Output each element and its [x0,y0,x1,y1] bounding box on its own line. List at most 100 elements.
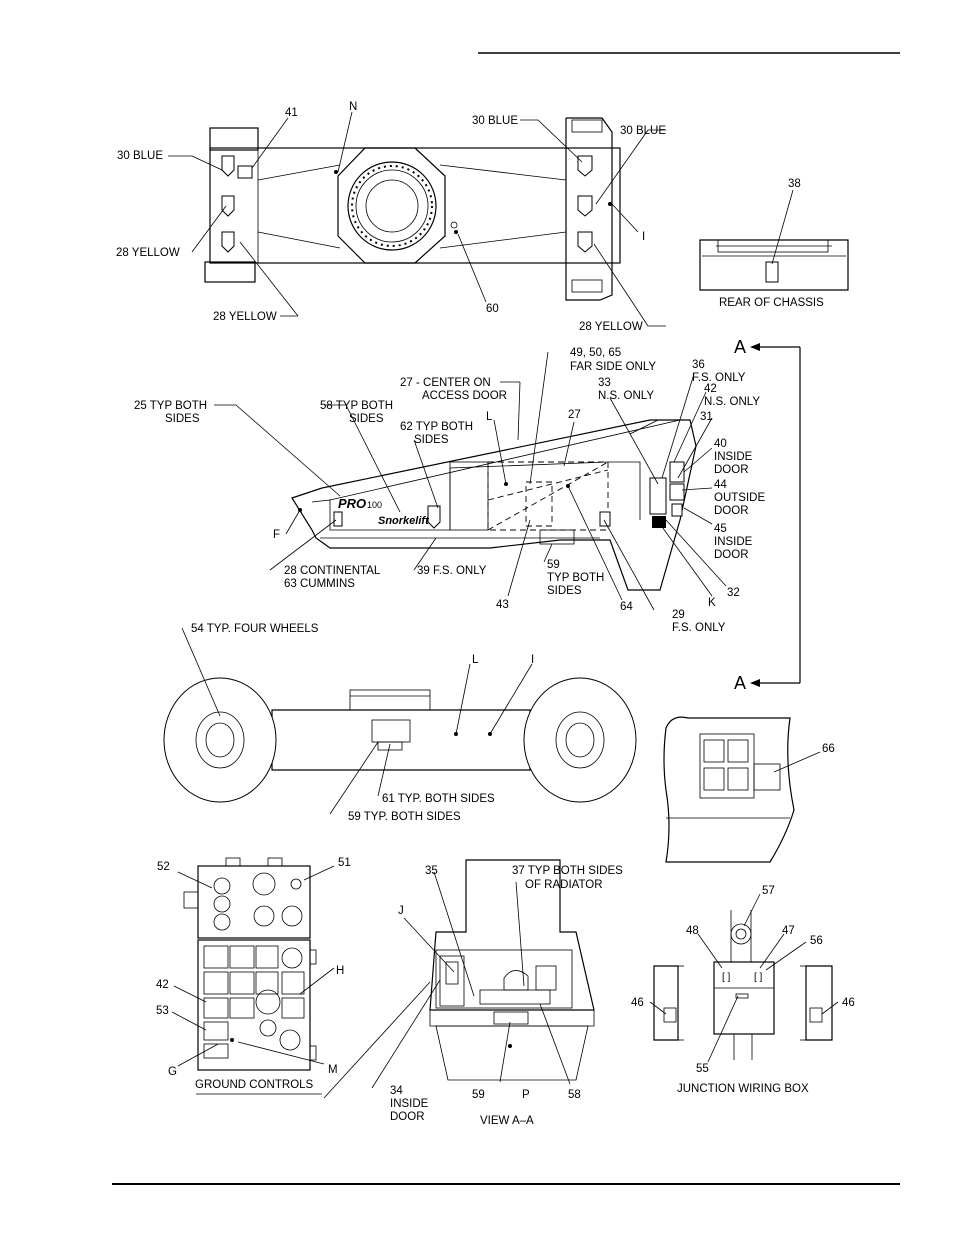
label-G: G [168,1066,177,1078]
label-59-typ: TYP BOTH [547,572,604,584]
label-58-view-aa: 58 [568,1089,581,1101]
label-38: 38 [788,178,801,190]
label-L-low: L [472,654,479,666]
label-45-door: DOOR [714,549,749,561]
label-45-inside: INSIDE [714,536,753,548]
label-40: 40 [714,438,727,450]
detail-66-view [663,716,821,863]
label-45: 45 [714,523,727,535]
label-27-center-1: 27 - CENTER ON [400,377,491,389]
label-47: 47 [782,925,795,937]
label-view-a-a: VIEW A–A [480,1115,534,1127]
label-60: 60 [486,303,499,315]
label-junction-wiring-box: JUNCTION WIRING BOX [677,1083,809,1095]
label-L-mid: L [486,411,493,423]
label-53: 53 [156,1005,169,1017]
label-44-door: DOOR [714,505,749,517]
label-44-outside: OUTSIDE [714,492,765,504]
label-A-top: A [734,337,746,357]
label-61: 61 TYP. BOTH SIDES [382,793,495,805]
ground-controls-panel [171,857,335,1095]
label-42-gc: 42 [156,979,169,991]
brand-snorkelift-logo: Snorkelift [378,515,430,527]
label-37-radiator: OF RADIATOR [525,879,603,891]
label-F: F [273,529,280,541]
label-41: 41 [285,107,298,119]
label-29: 29 [672,609,685,621]
label-48: 48 [686,925,699,937]
label-66: 66 [822,743,835,755]
section-a-a-marker [750,343,801,687]
label-46-left: 46 [631,997,644,1009]
label-42-top: 42 [704,383,717,395]
label-59-typ-both: 59 TYP. BOTH SIDES [348,811,461,823]
label-M: M [328,1064,338,1076]
label-33: 33 [598,377,611,389]
label-51: 51 [338,857,351,869]
label-54: 54 TYP. FOUR WHEELS [191,623,319,635]
label-rear-of-chassis: REAR OF CHASSIS [719,297,824,309]
label-30-blue-top: 30 BLUE [472,115,518,127]
chassis-wheels-view [163,627,637,815]
label-K: K [708,597,716,609]
brand-100-logo: 100 [367,500,382,510]
label-I-low: I [531,654,534,666]
junction-left-bracket: [ ] [722,972,731,983]
junction-right-bracket: [ ] [754,972,763,983]
label-fs-only-36: F.S. ONLY [692,372,746,384]
label-28-yellow-right: 28 YELLOW [579,321,643,333]
label-59: 59 [547,559,560,571]
brand-pro-logo: PRO [338,496,366,511]
label-49-50-65: 49, 50, 65 [570,347,621,359]
label-N: N [349,101,357,113]
label-A-bottom: A [734,673,746,693]
junction-wiring-box: [ ] [ ] [649,893,839,1063]
label-59-view-aa: 59 [472,1089,485,1101]
label-56: 56 [810,935,823,947]
label-P: P [522,1089,530,1101]
label-25-typ: 25 TYP BOTH [134,400,207,412]
top-view-leaders [168,111,666,327]
label-58-typ: 58 TYP BOTH [320,400,393,412]
label-H: H [336,965,344,977]
label-57: 57 [762,885,775,897]
label-I-top: I [642,231,645,243]
label-ns-only-33: N.S. ONLY [598,390,654,402]
label-28-yellow-left: 28 YELLOW [116,247,180,259]
rear-of-chassis-view [699,189,849,291]
view-a-a [323,859,595,1099]
chassis-top-view [204,117,621,301]
label-44: 44 [714,479,727,491]
label-62-typ: 62 TYP BOTH [400,421,473,433]
label-62-sides: SIDES [414,434,449,446]
label-27-mid: 27 [568,409,581,421]
label-40-door: DOOR [714,464,749,476]
label-58-sides: SIDES [349,413,384,425]
label-ns-only-42: N.S. ONLY [704,396,760,408]
label-ground-controls: GROUND CONTROLS [195,1079,314,1091]
label-40-inside: INSIDE [714,451,753,463]
label-31: 31 [700,411,713,423]
label-34: 34 [390,1085,403,1097]
label-28-continental: 28 CONTINENTAL [284,565,381,577]
label-55: 55 [696,1063,709,1075]
label-J: J [398,905,404,917]
label-28-yellow-bottom: 28 YELLOW [213,311,277,323]
label-52: 52 [157,861,170,873]
label-32: 32 [727,587,740,599]
label-30-blue-left: 30 BLUE [117,150,163,162]
label-30-blue-right: 30 BLUE [620,125,666,137]
label-35: 35 [425,865,438,877]
label-34-door: DOOR [390,1111,425,1123]
label-46-right: 46 [842,997,855,1009]
label-43: 43 [496,599,509,611]
side-view-machine [291,419,697,591]
label-34-inside: INSIDE [390,1098,429,1110]
label-27-center-2: ACCESS DOOR [422,390,507,402]
label-64: 64 [620,601,633,613]
label-39-fs-only: 39 F.S. ONLY [417,565,487,577]
label-59-sides: SIDES [547,585,582,597]
side-view-leaders [214,351,727,611]
label-63-cummins: 63 CUMMINS [284,578,355,590]
